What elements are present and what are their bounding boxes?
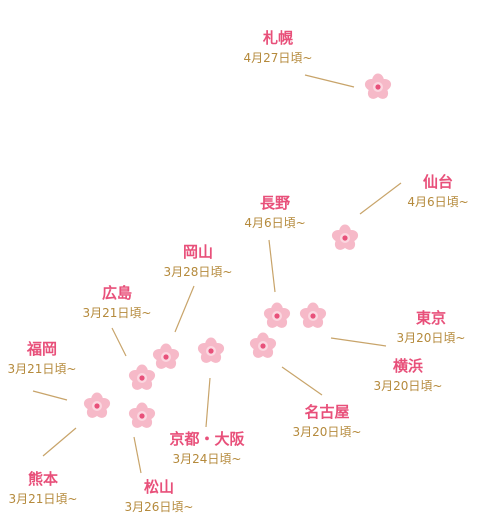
city-label-nagano: 長野 4月6日頃~ <box>244 194 305 231</box>
blossom-icon-hiroshima <box>127 364 157 393</box>
blossom-icon-sendai <box>330 224 360 253</box>
city-name: 札幌 <box>262 29 293 47</box>
city-label-kumamoto: 熊本 3月21日頃~ <box>9 470 78 507</box>
city-label-sendai: 仙台 4月6日頃~ <box>407 173 468 210</box>
leader-line-kyoto <box>205 377 211 428</box>
blossom-icon-fukuoka <box>82 392 112 421</box>
city-name: 広島 <box>101 284 132 302</box>
bloom-date: 3月21日頃~ <box>82 306 152 320</box>
bloom-date: 3月20日頃~ <box>292 425 362 439</box>
leader-line-fukuoka <box>32 390 68 401</box>
blossoms <box>82 73 393 431</box>
bloom-date: 3月28日頃~ <box>163 265 233 279</box>
blossom-icon-matsuyama <box>127 402 157 431</box>
city-name: 松山 <box>143 478 174 496</box>
city-name: 長野 <box>259 194 291 212</box>
city-label-fukuoka: 福岡 3月21日頃~ <box>8 340 77 377</box>
city-name: 岡山 <box>182 243 213 261</box>
blossom-icon-nagano <box>262 302 292 331</box>
city-label-tokyo: 東京 3月20日頃~ <box>397 309 466 346</box>
blossom-icon-kyoto <box>196 337 226 366</box>
blossom-icon-okayama <box>151 343 181 372</box>
bloom-date: 4月6日頃~ <box>244 216 306 230</box>
city-label-okayama: 岡山 3月28日頃~ <box>164 243 233 280</box>
city-name: 仙台 <box>422 173 454 191</box>
city-name: 横浜 <box>392 357 423 375</box>
leader-line-sendai <box>359 182 402 215</box>
bloom-date: 3月20日頃~ <box>396 331 466 345</box>
city-label-hiroshima: 広島 3月21日頃~ <box>83 284 152 321</box>
leader-line-hiroshima <box>111 327 127 357</box>
leader-line-nagano <box>268 239 276 293</box>
city-label-sapporo: 札幌 4月27日頃~ <box>244 29 313 66</box>
bloom-date: 3月21日頃~ <box>8 492 78 506</box>
city-label-yokohama: 横浜 3月20日頃~ <box>374 357 443 394</box>
bloom-date: 3月24日頃~ <box>172 452 242 466</box>
city-label-kyoto-osaka: 京都・大阪 3月24日頃~ <box>169 430 244 467</box>
bloom-date: 4月6日頃~ <box>407 195 469 209</box>
blossom-icon-tokyo <box>298 302 328 331</box>
city-label-nagoya: 名古屋 3月20日頃~ <box>293 403 362 440</box>
city-name: 福岡 <box>26 340 57 358</box>
leader-line-okayama <box>174 285 195 333</box>
leader-line-sapporo <box>304 74 355 88</box>
blossom-icon-yokohama <box>248 332 278 361</box>
city-label-matsuyama: 松山 3月26日頃~ <box>125 478 194 515</box>
leader-lines <box>32 74 402 474</box>
bloom-date: 3月20日頃~ <box>373 379 443 393</box>
city-name: 東京 <box>415 309 446 327</box>
city-name: 熊本 <box>27 470 58 488</box>
city-name: 名古屋 <box>304 403 350 421</box>
leader-line-tokyo <box>330 337 387 347</box>
blossom-icon-sapporo <box>363 73 393 102</box>
city-name: 京都・大阪 <box>169 430 245 448</box>
bloom-date: 4月27日頃~ <box>243 51 313 65</box>
leader-line-kumamoto <box>42 427 77 457</box>
leader-line-nagoya <box>281 366 323 396</box>
bloom-date: 3月21日頃~ <box>7 362 77 376</box>
bloom-date: 3月26日頃~ <box>124 500 194 514</box>
leader-line-matsuyama <box>133 436 142 474</box>
